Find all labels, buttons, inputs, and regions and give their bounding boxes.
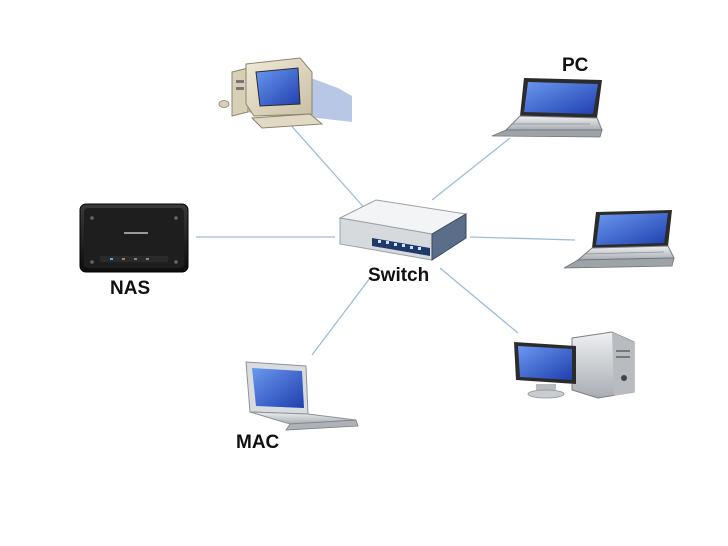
laptop-icon bbox=[245, 361, 359, 431]
switch-hub: Switch bbox=[338, 199, 468, 286]
laptop-icon bbox=[491, 78, 603, 138]
link-switch-pc bbox=[431, 137, 511, 201]
lcd-desktop-computer-icon bbox=[514, 331, 635, 399]
node-label-mac: MAC bbox=[236, 432, 280, 453]
nas-device: NAS bbox=[79, 203, 189, 299]
links bbox=[196, 121, 576, 356]
network-switch-icon bbox=[338, 199, 468, 261]
laptop-pc: PC bbox=[491, 55, 603, 138]
laptop-icon bbox=[563, 210, 675, 269]
nas-storage-icon bbox=[79, 203, 189, 273]
link-switch-crt-pc bbox=[287, 121, 369, 213]
lcd-desktop bbox=[514, 331, 635, 399]
link-switch-desktop-right bbox=[439, 267, 519, 334]
node-label-pc: PC bbox=[562, 55, 589, 76]
hub-label-switch: Switch bbox=[368, 265, 429, 286]
laptop-mac: MAC bbox=[236, 361, 359, 453]
node-label-nas: NAS bbox=[110, 278, 150, 299]
link-switch-mac bbox=[311, 277, 371, 356]
link-switch-laptop-right bbox=[469, 236, 576, 241]
crt-desktop-computer-icon bbox=[218, 57, 352, 129]
laptop-right bbox=[563, 210, 675, 269]
